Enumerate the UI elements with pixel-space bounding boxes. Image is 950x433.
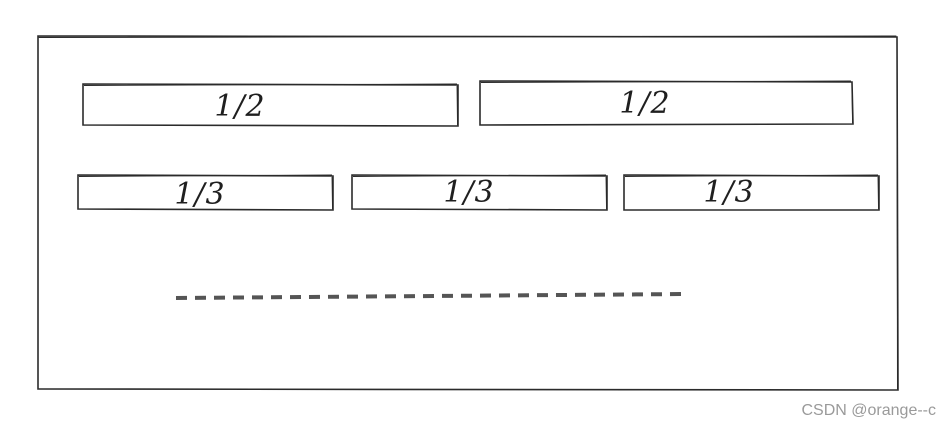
third-cell-1-label: 1/3 — [174, 177, 226, 212]
watermark-text: CSDN @orange--c — [801, 402, 937, 419]
third-cell-2-label: 1/3 — [443, 175, 495, 210]
outer-container — [37, 35, 899, 391]
third-cell-2 — [351, 174, 608, 211]
half-cell-2 — [479, 80, 854, 126]
dashed-line — [175, 292, 689, 300]
half-cell-2-label: 1/2 — [619, 86, 671, 121]
half-row — [82, 80, 854, 127]
third-row — [77, 174, 880, 211]
half-cell-1 — [82, 83, 459, 127]
third-cell-3-label: 1/3 — [703, 175, 755, 210]
half-cell-1-label: 1/2 — [214, 89, 266, 124]
third-cell-3 — [623, 174, 880, 211]
third-cell-1 — [77, 174, 334, 211]
